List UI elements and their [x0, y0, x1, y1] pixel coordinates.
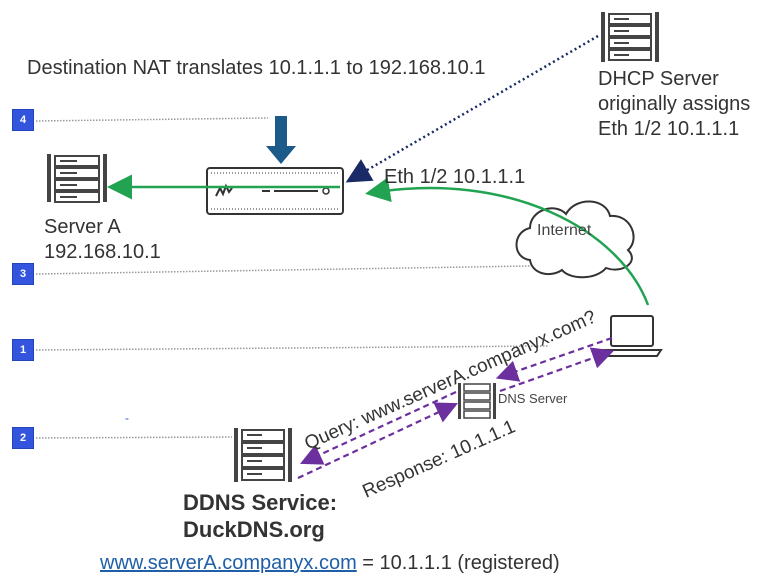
step1-guide-line — [35, 345, 549, 351]
server-a-ip: 192.168.10.1 — [44, 241, 161, 263]
firewall-interface-label: Eth 1/2 10.1.1.1 — [384, 166, 526, 188]
registration-footer: www.serverA.companyx.com = 10.1.1.1 (reg… — [100, 552, 560, 575]
step4-guide-line — [35, 117, 269, 122]
query-arrow — [300, 391, 457, 465]
step3-guide-line — [35, 265, 531, 275]
server-a-icon — [47, 154, 107, 203]
registered-hostname-link[interactable]: www.serverA.companyx.com — [100, 552, 357, 574]
dns-server-label: DNS Server — [498, 391, 568, 406]
step-badge-3: 3 — [12, 263, 34, 285]
dhcp-server-icon — [601, 12, 659, 62]
internet-label: Internet — [537, 222, 592, 239]
diagram-title: Destination NAT translates 10.1.1.1 to 1… — [27, 57, 486, 79]
dns-server-icon — [458, 383, 496, 419]
inbound-request-arrow — [365, 177, 650, 306]
response-label: Response: 10.1.1.1 — [359, 416, 518, 502]
dhcp-label-line3: Eth 1/2 10.1.1.1 — [598, 118, 740, 140]
dhcp-label-line2: originally assigns — [598, 93, 751, 115]
down-arrow-icon — [266, 116, 296, 164]
step-badge-4: 4 — [12, 109, 34, 131]
ddns-server-icon — [234, 428, 292, 482]
step-badge-1: 1 — [12, 339, 34, 361]
firewall-icon — [206, 167, 344, 215]
dhcp-label-line1: DHCP Server — [598, 68, 719, 90]
step2-guide-line — [35, 436, 233, 439]
ddns-label-line2: DuckDNS.org — [183, 517, 325, 542]
ddns-label-line1: DDNS Service: — [183, 490, 338, 515]
server-a-name: Server A — [44, 216, 121, 238]
laptop-icon — [601, 315, 663, 357]
response-arrow — [297, 402, 458, 479]
step-badge-2: 2 — [12, 427, 34, 449]
registered-ip-text: = 10.1.1.1 (registered) — [356, 552, 560, 574]
stray-mark: - — [125, 411, 129, 425]
cloud-icon — [515, 200, 635, 279]
query-label: Query: www.serverA.companyx.com? — [301, 307, 599, 455]
